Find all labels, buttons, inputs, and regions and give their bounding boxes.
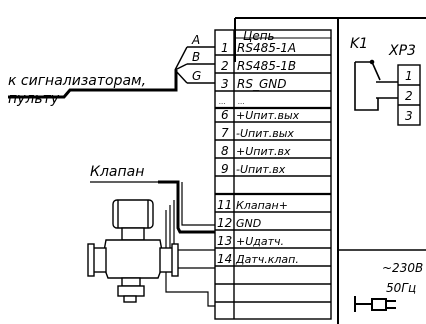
terminal-label: RS485-1B — [237, 59, 296, 73]
wire-letter-a: A — [191, 33, 200, 47]
terminal-num: 9 — [221, 162, 229, 176]
terminal-label: -Uпит.вх — [236, 163, 286, 176]
connector-name: XP3 — [388, 43, 416, 59]
terminal-label: +Uпит.вых — [236, 109, 300, 122]
terminal-num: 3 — [221, 77, 229, 91]
terminal-numbers: 1 2 3 ... 6 7 8 9 11 12 13 14 — [217, 41, 232, 266]
power-frequency: 50Гц — [386, 281, 416, 295]
terminal-label: Клапан+ — [236, 199, 288, 212]
power-voltage: ~230В — [382, 261, 423, 275]
terminal-label: ... — [238, 98, 245, 106]
terminal-label: GND — [236, 217, 261, 230]
terminal-label: +Uдатч. — [236, 235, 284, 248]
terminal-labels: RS485-1A RS485-1B RS_GND ... +Uпит.вых -… — [235, 41, 300, 266]
wire-letter-g: G — [192, 69, 201, 83]
terminal-num: ... — [219, 98, 226, 106]
relay-k1 — [354, 59, 398, 111]
terminal-num: 7 — [221, 126, 229, 140]
main-cable — [8, 70, 178, 99]
terminal-label: -Uпит.вых — [236, 127, 294, 140]
xp3-pin: 3 — [405, 109, 413, 123]
wire-letter-b: B — [192, 50, 200, 64]
terminal-label: +Uпит.вх — [236, 145, 291, 158]
terminal-num: 8 — [221, 144, 229, 158]
device-enclosure — [234, 17, 426, 324]
terminal-header: Цепь — [243, 29, 275, 43]
terminal-block — [214, 29, 332, 320]
connector-xp3 — [397, 64, 421, 126]
valve-label: Клапан — [90, 164, 144, 180]
terminal-label: Датч.клап. — [235, 253, 299, 266]
terminal-num: 12 — [217, 216, 232, 230]
caption-line1: к сигнализаторам, — [8, 73, 146, 89]
terminal-num: 1 — [221, 41, 229, 55]
terminal-num: 14 — [217, 252, 232, 266]
plug-icon — [354, 296, 396, 312]
relay-name: K1 — [350, 36, 368, 52]
caption-line2: пульту — [8, 91, 60, 107]
xp3-pin: 1 — [405, 69, 413, 83]
bus-wires — [174, 46, 215, 84]
terminal-num: 2 — [221, 59, 229, 73]
valve-cable — [158, 180, 215, 307]
terminal-num: 11 — [217, 198, 232, 212]
terminal-num: 6 — [221, 108, 229, 122]
valve-icon — [87, 199, 179, 303]
terminal-num: 13 — [217, 234, 232, 248]
xp3-pin: 2 — [405, 89, 413, 103]
terminal-label: RS_GND — [237, 77, 286, 91]
terminal-label: RS485-1A — [237, 41, 296, 55]
